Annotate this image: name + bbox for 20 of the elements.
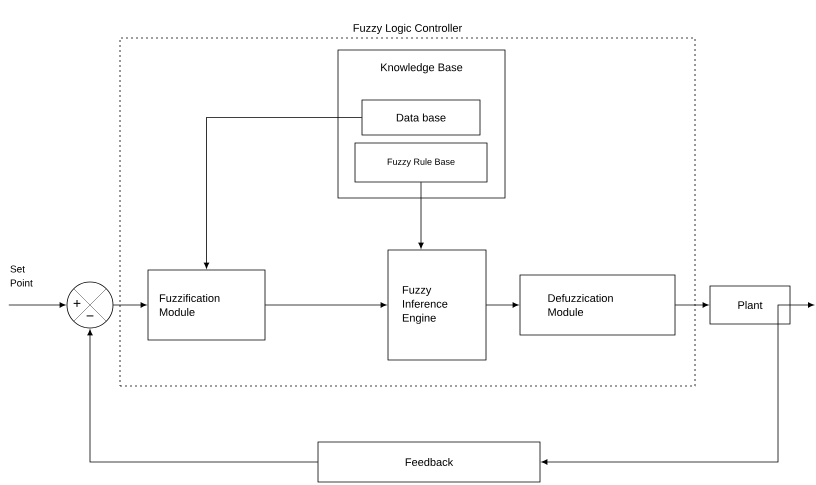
summing-junction: + − <box>66 282 114 328</box>
arrow <box>87 329 318 462</box>
arrow <box>675 302 709 308</box>
arrow <box>541 304 791 465</box>
arrow <box>113 302 147 308</box>
arrow <box>486 302 519 308</box>
arrow <box>418 182 424 249</box>
arrow <box>790 302 814 308</box>
process-box: Defuzzication Module <box>520 274 676 336</box>
arrow <box>204 117 362 269</box>
node-label: Fuzzy Logic Controller <box>354 24 462 34</box>
process-box: Feedback <box>318 442 540 482</box>
process-box: Fuzzy Inference Engine <box>388 250 486 360</box>
process-box: Data base <box>362 100 480 136</box>
process-box: Fuzzy Rule Base <box>354 142 488 182</box>
input-label: Set Point <box>10 265 33 287</box>
arrow <box>8 302 66 308</box>
process-box: Plant <box>710 286 790 324</box>
process-box: Fuzzification Module <box>148 270 266 340</box>
arrow <box>265 302 387 308</box>
